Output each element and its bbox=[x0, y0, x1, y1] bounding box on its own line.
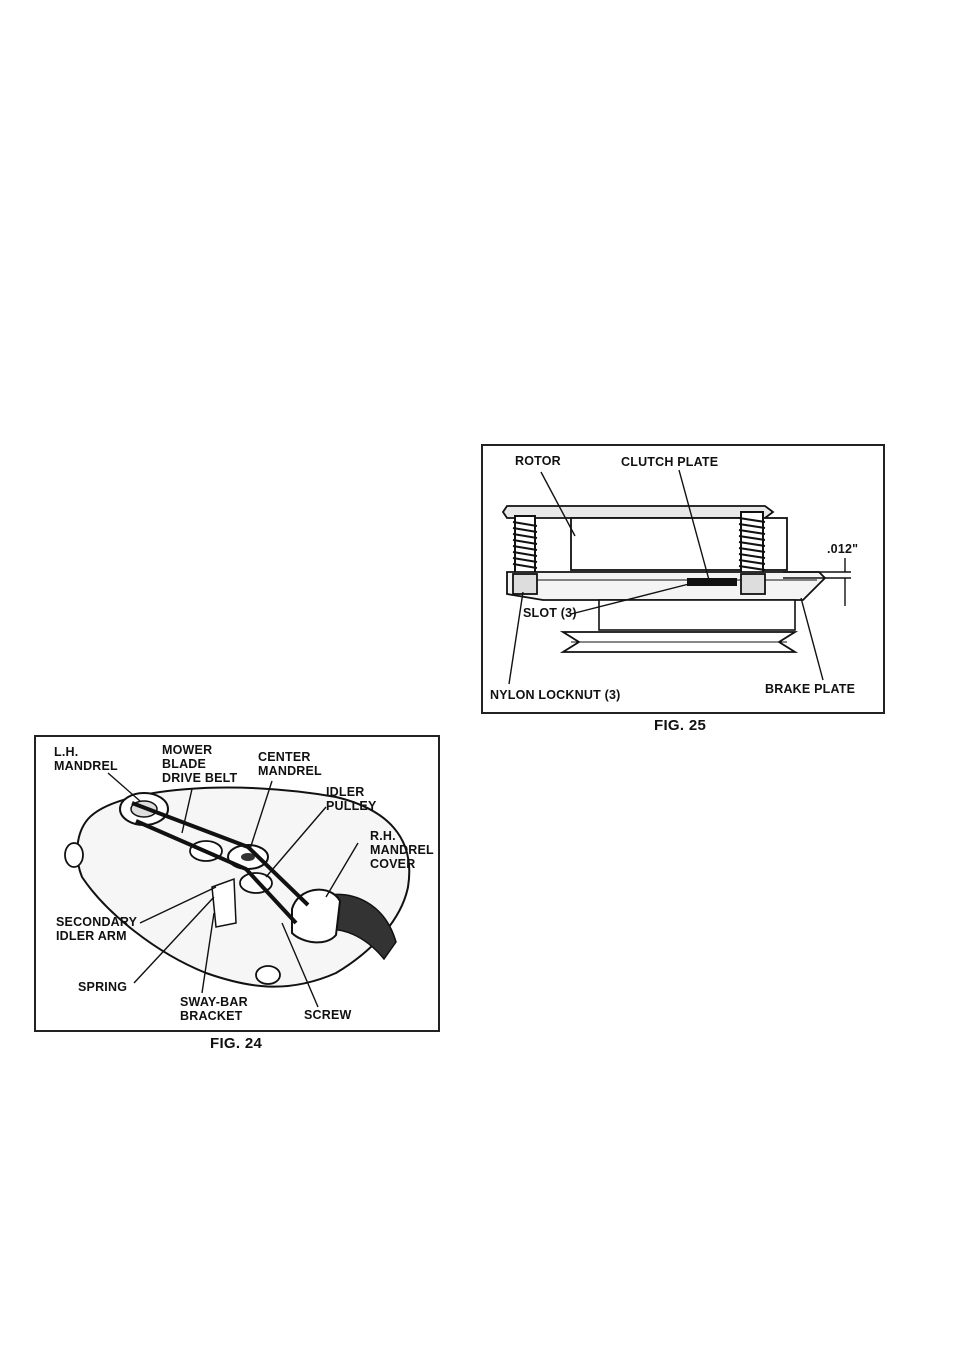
clutch-brake-illustration bbox=[483, 446, 887, 716]
label-clutch-plate: CLUTCH PLATE bbox=[621, 455, 718, 469]
label-sway-bar-bracket: SWAY-BAR BRACKET bbox=[180, 995, 248, 1023]
fig25-caption: FIG. 25 bbox=[654, 717, 706, 734]
label-idler-pulley: IDLER PULLEY bbox=[326, 785, 377, 813]
fig25-frame: ROTOR CLUTCH PLATE .012" SLOT (3) NYLON … bbox=[481, 444, 885, 714]
label-spring: SPRING bbox=[78, 980, 127, 994]
fig24-frame: L.H. MANDREL MOWER BLADE DRIVE BELT CENT… bbox=[34, 735, 440, 1032]
label-center-mandrel: CENTER MANDREL bbox=[258, 750, 322, 778]
fig24-caption: FIG. 24 bbox=[210, 1035, 262, 1052]
label-lh-mandrel: L.H. MANDREL bbox=[54, 745, 118, 773]
label-mower-blade-drive-belt: MOWER BLADE DRIVE BELT bbox=[162, 743, 237, 785]
label-slot: SLOT (3) bbox=[523, 606, 577, 620]
label-screw: SCREW bbox=[304, 1008, 352, 1022]
label-gap-012: .012" bbox=[827, 542, 858, 556]
label-nylon-locknut: NYLON LOCKNUT (3) bbox=[490, 688, 620, 702]
label-secondary-idler-arm: SECONDARY IDLER ARM bbox=[56, 915, 137, 943]
label-rh-mandrel-cover: R.H. MANDREL COVER bbox=[370, 829, 434, 871]
label-brake-plate: BRAKE PLATE bbox=[765, 682, 855, 696]
label-rotor: ROTOR bbox=[515, 454, 561, 468]
